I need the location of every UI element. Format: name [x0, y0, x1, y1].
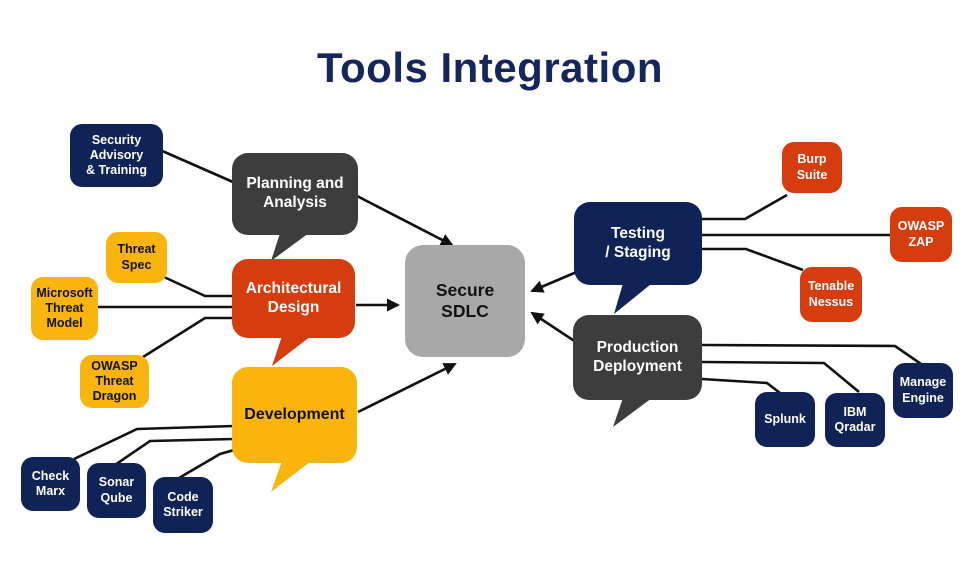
- phase-architectural-design: Architectural Design: [232, 259, 355, 338]
- tool-security-advisory-training: Security Advisory & Training: [70, 124, 163, 187]
- secure-sdlc-center-node: Secure SDLC: [405, 245, 525, 357]
- arrow-planning-to-sdlc: [356, 194, 454, 247]
- tool-code-striker: Code Striker: [153, 477, 213, 533]
- connector-codestriker-to-development: [178, 448, 235, 480]
- development-bubble-tail: [271, 458, 315, 492]
- tool-manage-engine: Manage Engine: [893, 363, 953, 418]
- architectural-bubble-tail: [272, 333, 315, 366]
- tool-check-marx: Check Marx: [21, 457, 80, 511]
- connector-production-to-splunk: [701, 377, 781, 395]
- connector-sonarqube-to-development: [111, 437, 235, 469]
- phase-development: Development: [232, 367, 357, 463]
- page-title: Tools Integration: [316, 44, 664, 91]
- tool-tenable-nessus: Tenable Nessus: [800, 267, 862, 322]
- connector-threatspec-to-architectural: [163, 275, 233, 298]
- connector-production-to-ibmqradar: [701, 360, 860, 394]
- connector-production-to-manageengine: [701, 343, 922, 366]
- tool-ibm-qradar: IBM Qradar: [825, 393, 885, 447]
- tool-microsoft-threat-model: Microsoft Threat Model: [31, 277, 98, 340]
- connector-security-to-planning: [159, 148, 234, 184]
- tool-sonar-qube: Sonar Qube: [87, 463, 146, 518]
- production-bubble-tail: [613, 395, 656, 427]
- connector-testing-to-burpsuite: [702, 193, 788, 221]
- arrow-development-to-sdlc: [357, 362, 457, 414]
- connector-checkmarx-to-development: [73, 424, 235, 461]
- tool-threat-spec: Threat Spec: [106, 232, 167, 283]
- planning-bubble-tail: [271, 230, 313, 261]
- testing-bubble-tail: [614, 280, 656, 314]
- phase-testing-staging: Testing / Staging: [574, 202, 702, 285]
- connector-owaspdragon-to-architectural: [142, 316, 233, 359]
- tool-splunk: Splunk: [755, 392, 815, 447]
- phase-production-deployment: Production Deployment: [573, 315, 702, 400]
- phase-planning-and-analysis: Planning and Analysis: [232, 153, 358, 235]
- connector-testing-to-tenable: [702, 247, 804, 272]
- tool-owasp-zap: OWASP ZAP: [890, 207, 952, 262]
- tool-burp-suite: Burp Suite: [782, 142, 842, 193]
- tool-owasp-threat-dragon: OWASP Threat Dragon: [80, 355, 149, 408]
